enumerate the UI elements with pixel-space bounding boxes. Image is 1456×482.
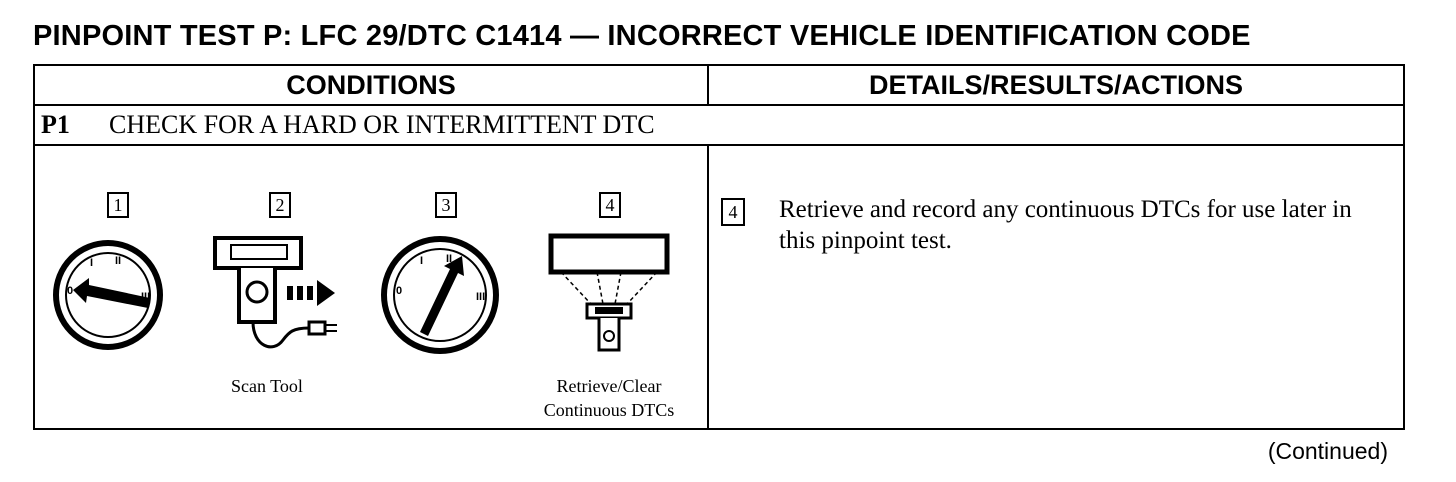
continued-label: (Continued)	[1267, 438, 1388, 464]
ignition-run-icon: 0 I II III	[381, 236, 499, 354]
step-title: CHECK FOR A HARD OR INTERMITTENT DTC	[109, 110, 655, 139]
ign-run-label-2: II	[446, 253, 452, 265]
ign-run-label-3: III	[476, 291, 485, 303]
ignition-off-icon: 0 I II III	[53, 240, 163, 350]
step-number-4: 4	[599, 192, 621, 218]
retrieve-caption-line2: Continuous DTCs	[543, 400, 675, 420]
ign-label-1: I	[90, 257, 93, 269]
ign-run-label-0: 0	[396, 285, 402, 297]
action-text: Retrieve and record any continuous DTCs …	[779, 196, 1352, 254]
action-step-number: 4	[721, 198, 745, 226]
step-id: P1	[41, 110, 70, 139]
conditions-header: CONDITIONS	[35, 66, 709, 106]
retrieve-caption-line1: Retrieve/Clear	[556, 376, 662, 396]
ign-run-label-1: I	[420, 255, 423, 267]
scan-tool-icon	[213, 236, 337, 349]
step-number-3: 3	[435, 192, 457, 218]
ign-label-3: III	[141, 291, 150, 303]
details-header: DETAILS/RESULTS/ACTIONS	[709, 66, 1403, 106]
conditions-cell: 1 0 I II III 2 Scan Tool 3	[35, 146, 709, 428]
scan-tool-caption: Scan Tool	[231, 376, 303, 396]
step-number-2: 2	[269, 192, 291, 218]
step-number-1: 1	[107, 192, 129, 218]
pinpoint-table: CONDITIONS DETAILS/RESULTS/ACTIONS P1 CH…	[33, 64, 1405, 430]
retrieve-dtc-icon	[548, 233, 670, 352]
page-title: PINPOINT TEST P: LFC 29/DTC C1414 — INCO…	[33, 20, 1251, 52]
ign-label-2: II	[115, 255, 121, 267]
ign-label-0: 0	[67, 285, 73, 297]
details-cell: 4 Retrieve and record any continuous DTC…	[709, 146, 1403, 428]
step-row: P1 CHECK FOR A HARD OR INTERMITTENT DTC	[35, 106, 1403, 146]
